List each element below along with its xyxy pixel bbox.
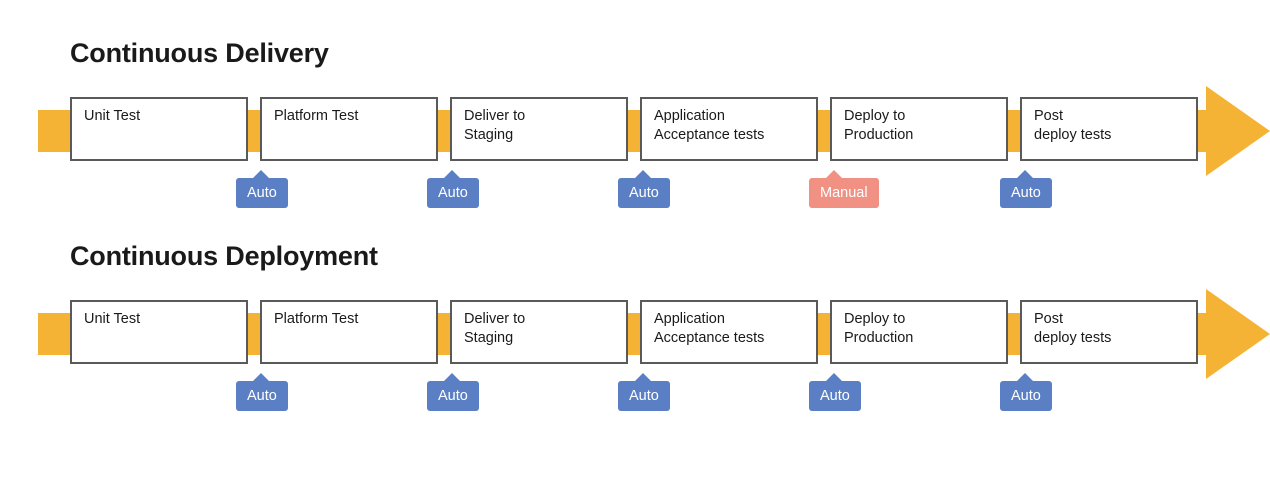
stage-box[interactable]: Application Acceptance tests (640, 300, 818, 364)
gate-badge-label: Auto (1011, 185, 1041, 201)
gate-badge-label: Auto (247, 185, 277, 201)
badge-pointer-icon (825, 170, 843, 179)
arrow-head-icon (1206, 86, 1270, 176)
stage-box[interactable]: Platform Test (260, 97, 438, 161)
gate-badge-auto[interactable]: Auto (618, 170, 670, 208)
stage-box[interactable]: Deploy to Production (830, 300, 1008, 364)
stage-box[interactable]: Unit Test (70, 300, 248, 364)
stage-box[interactable]: Deliver to Staging (450, 97, 628, 161)
arrow-head-icon (1206, 289, 1270, 379)
stage-box[interactable]: Deploy to Production (830, 97, 1008, 161)
stage-label: Application Acceptance tests (654, 108, 765, 143)
stage-label: Deliver to Staging (464, 108, 526, 143)
gate-badge-label: Manual (820, 185, 868, 201)
stage-box[interactable]: Application Acceptance tests (640, 97, 818, 161)
gate-badge-auto[interactable]: Auto (236, 170, 288, 208)
gate-badge-auto[interactable]: Auto (618, 373, 670, 411)
gate-badge-label: Auto (247, 388, 277, 404)
gate-badge-auto[interactable]: Auto (427, 170, 479, 208)
gate-badge-label: Auto (629, 185, 659, 201)
badge-pointer-icon (1016, 170, 1034, 179)
stage-label: Deploy to Production (844, 311, 914, 346)
gate-badge-label: Auto (820, 388, 850, 404)
gate-badge-auto[interactable]: Auto (809, 373, 861, 411)
gate-badge-label: Auto (629, 388, 659, 404)
stage-label: Deliver to Staging (464, 311, 526, 346)
stage-box[interactable]: Post deploy tests (1020, 300, 1198, 364)
badge-pointer-icon (443, 170, 461, 179)
gate-badge-label: Auto (438, 185, 468, 201)
badge-pointer-icon (252, 373, 270, 382)
stage-label: Platform Test (274, 311, 359, 327)
gate-badge-auto[interactable]: Auto (236, 373, 288, 411)
badge-pointer-icon (443, 373, 461, 382)
stage-box[interactable]: Deliver to Staging (450, 300, 628, 364)
badge-pointer-icon (252, 170, 270, 179)
stage-label: Post deploy tests (1034, 108, 1112, 143)
section-title: Continuous Delivery (70, 38, 329, 68)
badge-pointer-icon (634, 170, 652, 179)
badge-pointer-icon (634, 373, 652, 382)
stage-box[interactable]: Platform Test (260, 300, 438, 364)
gate-badge-auto[interactable]: Auto (1000, 170, 1052, 208)
section-title: Continuous Deployment (70, 241, 378, 271)
stage-label: Platform Test (274, 108, 359, 124)
gate-badge-auto[interactable]: Auto (427, 373, 479, 411)
gate-badge-label: Auto (1011, 388, 1041, 404)
badge-pointer-icon (825, 373, 843, 382)
stage-label: Unit Test (84, 108, 141, 124)
stage-label: Application Acceptance tests (654, 311, 765, 346)
badge-pointer-icon (1016, 373, 1034, 382)
stage-box[interactable]: Unit Test (70, 97, 248, 161)
stage-label: Post deploy tests (1034, 311, 1112, 346)
gate-badge-auto[interactable]: Auto (1000, 373, 1052, 411)
gate-badge-label: Auto (438, 388, 468, 404)
stage-label: Deploy to Production (844, 108, 914, 143)
gate-badge-manual[interactable]: Manual (809, 170, 879, 208)
stage-box[interactable]: Post deploy tests (1020, 97, 1198, 161)
stage-label: Unit Test (84, 311, 141, 327)
